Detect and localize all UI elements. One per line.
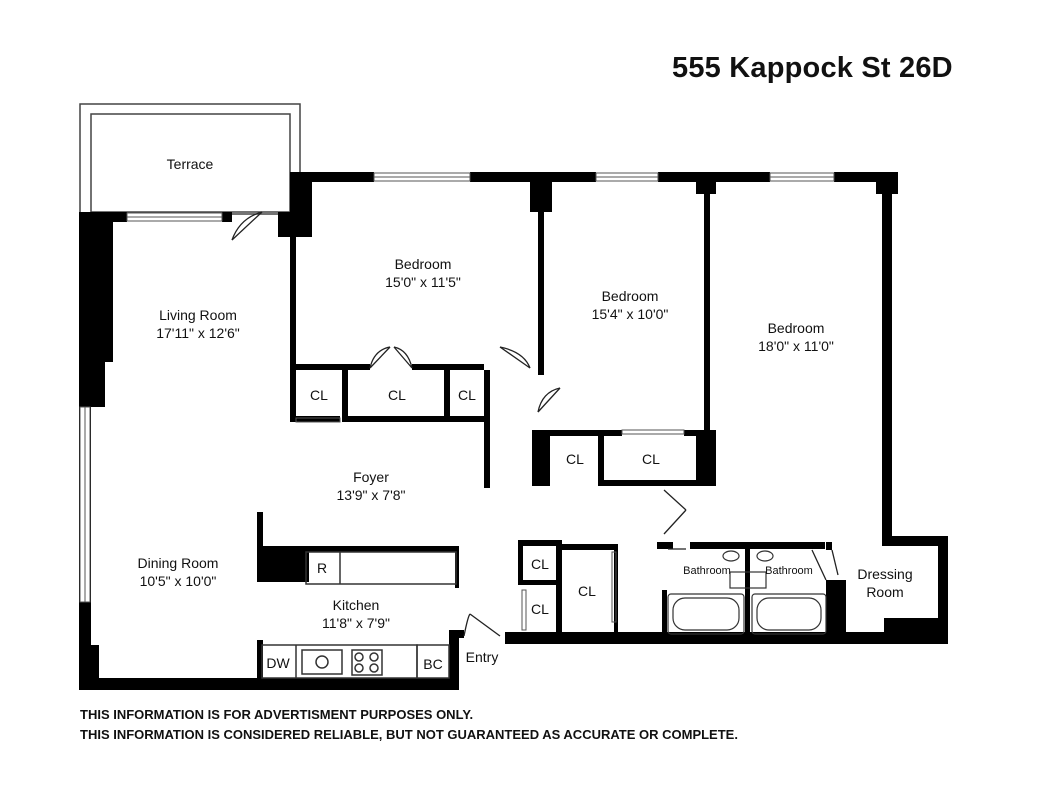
dining-room-name: Dining Room: [137, 555, 219, 571]
dining-room-label: Dining Room 10'5" x 10'0": [138, 554, 219, 590]
kitchen-counters: [261, 551, 457, 679]
foyer-label: Foyer 13'9" x 7'8": [337, 468, 406, 504]
bedroom-2-name: Bedroom: [601, 288, 659, 304]
living-room-name: Living Room: [159, 307, 237, 323]
kitchen-name: Kitchen: [332, 597, 380, 613]
closet-label: CL: [566, 451, 584, 467]
closet-label: CL: [642, 451, 660, 467]
bathroom-1-label: Bathroom: [683, 565, 731, 577]
bedroom-3-dims: 18'0" x 11'0": [758, 338, 834, 354]
kitchen-dims: 11'8" x 7'9": [322, 615, 390, 631]
bedroom-1-name: Bedroom: [394, 256, 452, 272]
bedroom-3-name: Bedroom: [767, 320, 825, 336]
interior-walls: [257, 190, 846, 685]
bedroom-2-dims: 15'4" x 10'0": [591, 306, 669, 322]
dressing-room-label: Dressing Room: [857, 565, 912, 601]
kitchen-label: Kitchen 11'8" x 7'9": [322, 596, 390, 632]
dressing-room-line1: Dressing: [857, 566, 913, 582]
address-title: 555 Kappock St 26D: [672, 52, 953, 84]
foyer-name: Foyer: [353, 469, 389, 485]
bedroom-1-label: Bedroom 15'0" x 11'5": [385, 255, 461, 291]
disclaimer-line-2: THIS INFORMATION IS CONSIDERED RELIABLE,…: [80, 727, 738, 742]
bedroom-2-label: Bedroom 15'4" x 10'0": [592, 287, 669, 323]
closet-label: CL: [388, 387, 406, 403]
exterior-walls: [79, 172, 948, 690]
door-swings: [231, 211, 839, 637]
closet-label: CL: [531, 601, 549, 617]
closet-label: CL: [310, 387, 328, 403]
foyer-dims: 13'9" x 7'8": [336, 487, 406, 503]
broom-closet-label: BC: [423, 656, 443, 672]
closet-doors: [295, 417, 685, 631]
closet-label: CL: [531, 556, 549, 572]
disclaimer-line-1: THIS INFORMATION IS FOR ADVERTISMENT PUR…: [80, 707, 474, 722]
entry-label: Entry: [465, 649, 499, 665]
bedroom-3-label: Bedroom 18'0" x 11'0": [758, 319, 834, 355]
living-room-dims: 17'11" x 12'6": [156, 325, 240, 341]
dishwasher-label: DW: [266, 655, 290, 671]
bath-fixtures: [667, 550, 827, 635]
bedroom-1-dims: 15'0" x 11'5": [385, 274, 461, 290]
dressing-room-line2: Room: [866, 584, 904, 600]
dining-room-dims: 10'5" x 10'0": [139, 573, 217, 589]
closet-label: CL: [458, 387, 476, 403]
closet-label: CL: [578, 583, 596, 599]
living-room-label: Living Room 17'11" x 12'6": [156, 306, 240, 342]
terrace-label: Terrace: [166, 156, 214, 172]
bathroom-2-label: Bathroom: [765, 565, 813, 577]
windows: [79, 172, 835, 603]
refrigerator-label: R: [316, 560, 328, 576]
